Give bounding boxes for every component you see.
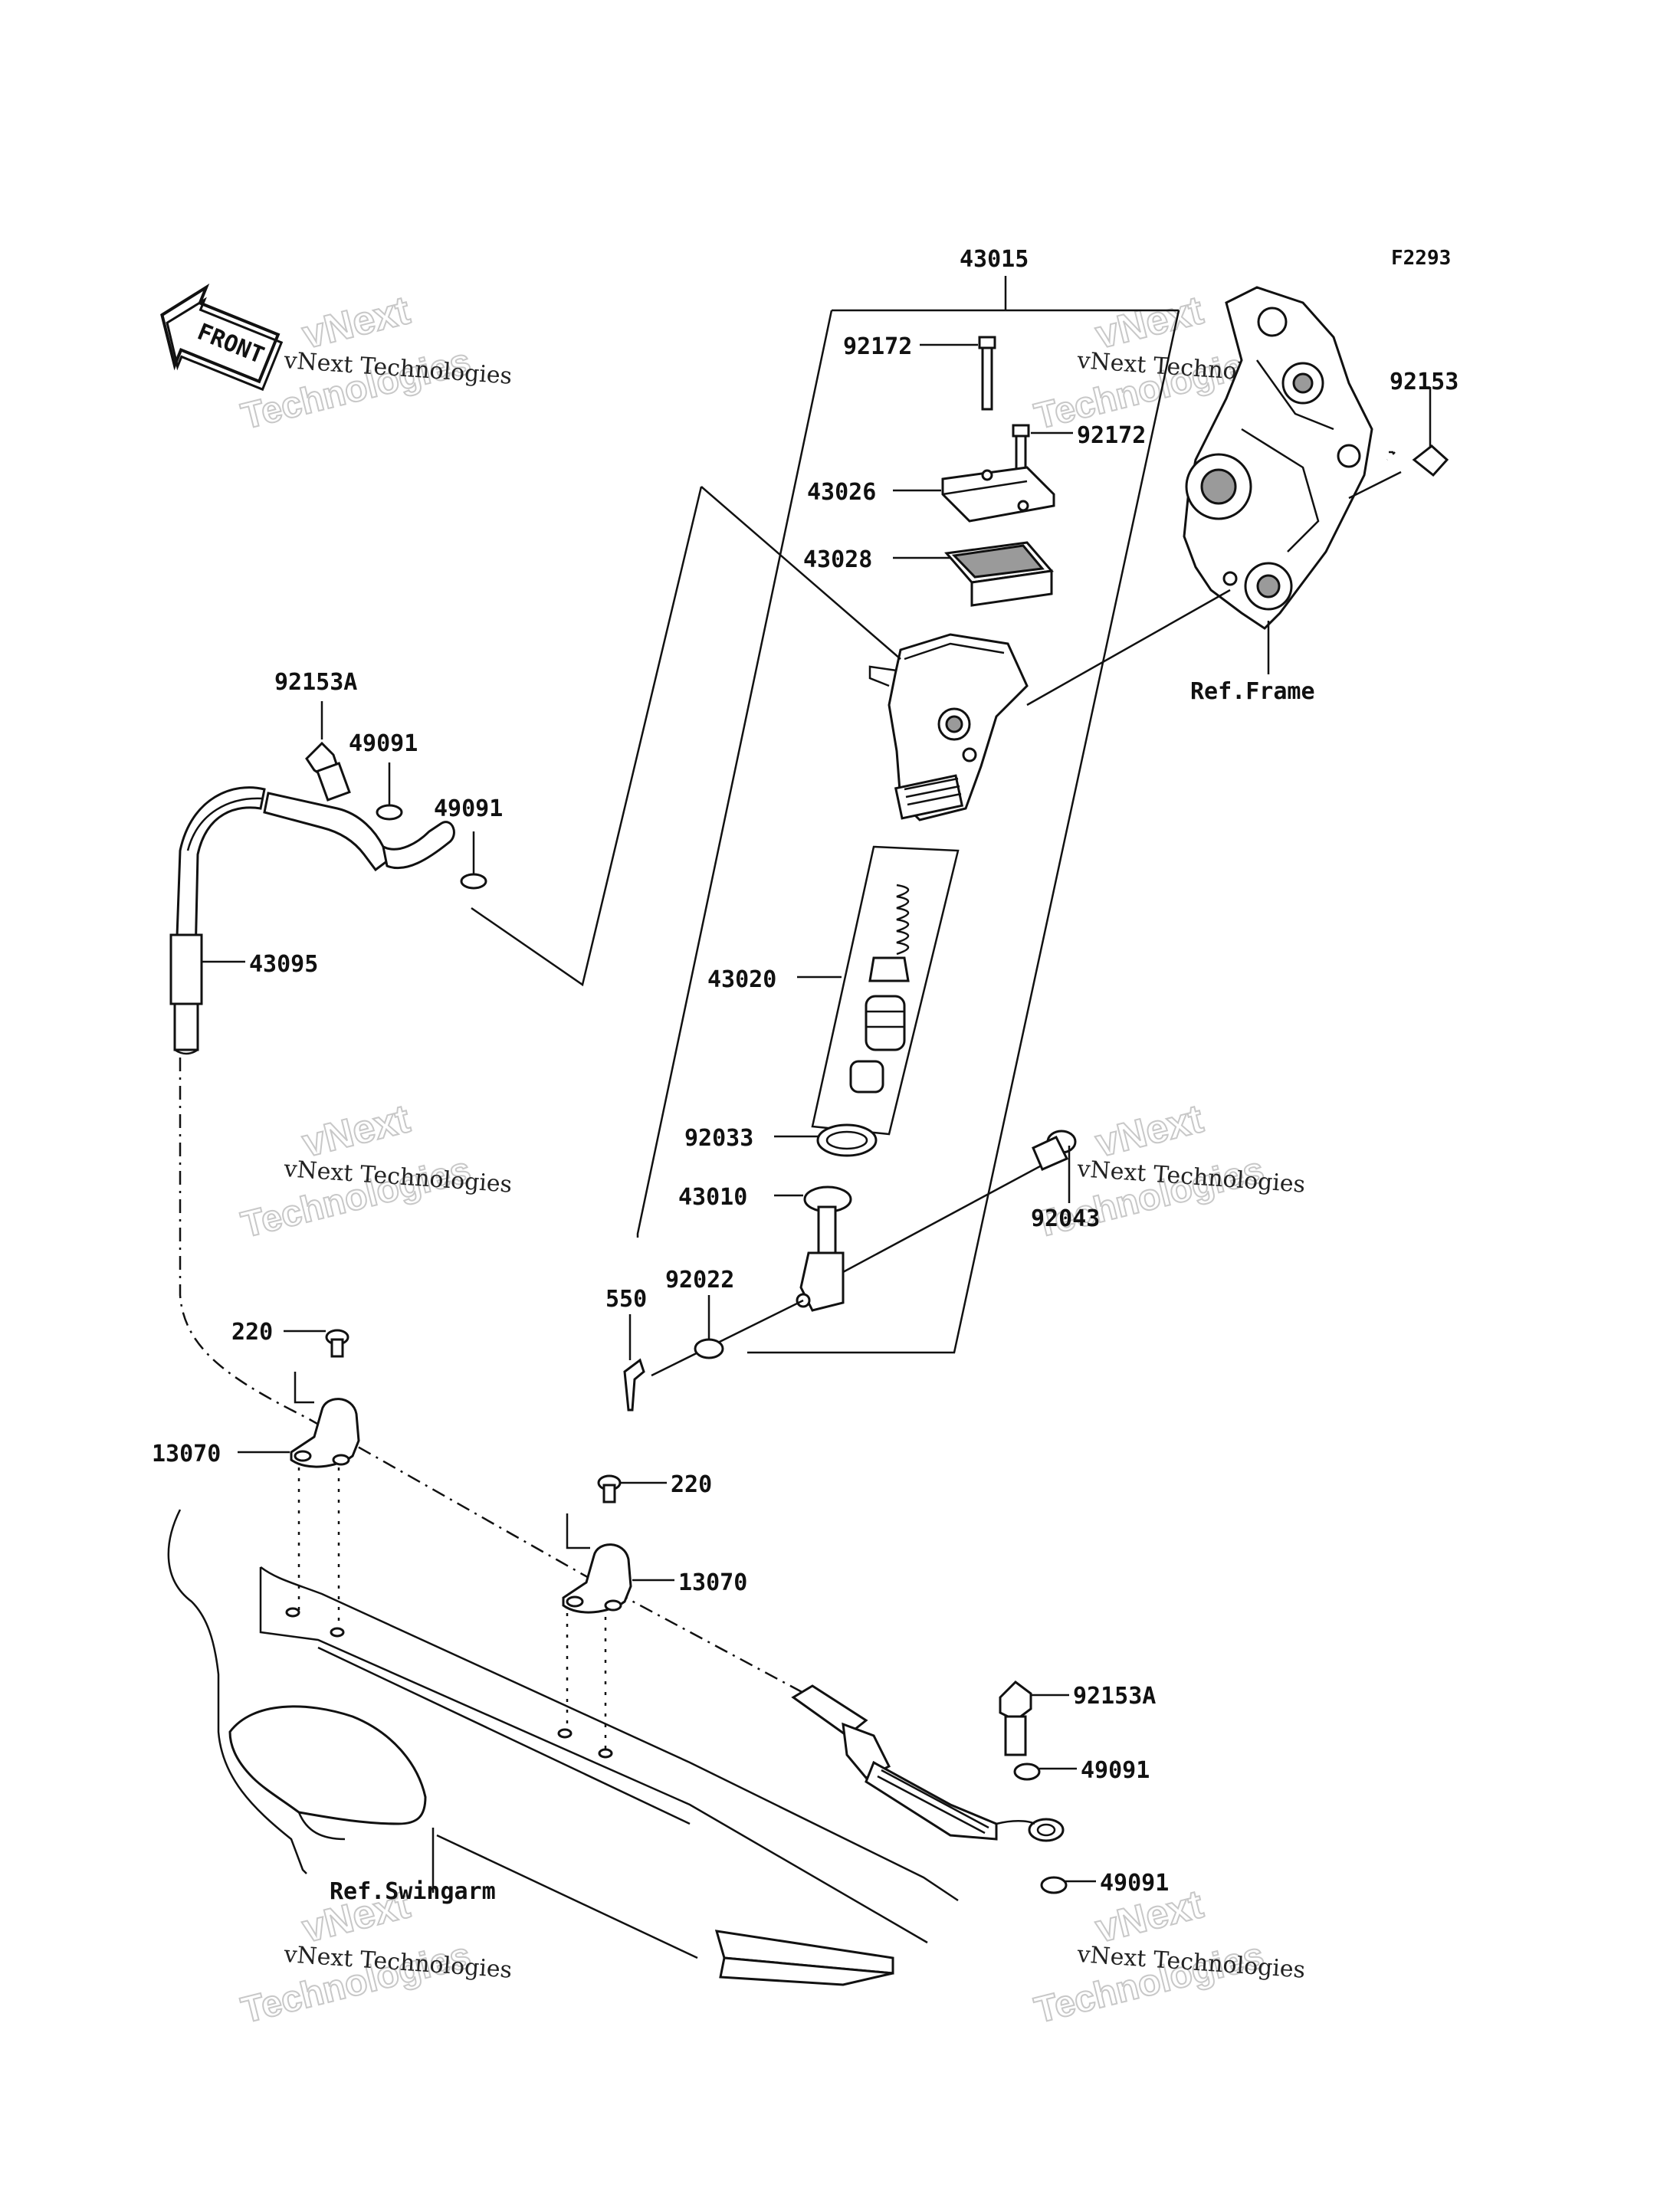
label-49091-d: 49091 bbox=[1100, 1870, 1169, 1897]
cotter-pin-550 bbox=[623, 1314, 645, 1412]
label-220-b: 220 bbox=[671, 1471, 712, 1498]
reservoir-cap-43026 bbox=[893, 466, 1055, 523]
washer-49091-d bbox=[1040, 1876, 1096, 1894]
pin-92043 bbox=[1032, 1130, 1077, 1203]
label-92153: 92153 bbox=[1390, 369, 1459, 395]
watermark-bottom-right: vNext Technologies vNext Technologies bbox=[1030, 1881, 1306, 2032]
label-43010: 43010 bbox=[678, 1184, 747, 1211]
washer-49091-a bbox=[376, 762, 403, 821]
figure-code: F2293 bbox=[1391, 247, 1451, 270]
ref-swingarm-label: Ref.Swingarm bbox=[330, 1878, 496, 1905]
label-550: 550 bbox=[605, 1286, 647, 1313]
banjo-bolt-92153A-top bbox=[305, 701, 351, 802]
washer-49091-c bbox=[1013, 1763, 1077, 1781]
master-cylinder-body bbox=[868, 633, 1029, 821]
label-92153A-bottom: 92153A bbox=[1073, 1683, 1156, 1710]
label-92022: 92022 bbox=[665, 1267, 734, 1294]
leader-hose-49091 bbox=[471, 486, 703, 987]
svg-text:vNext: vNext bbox=[1091, 1097, 1207, 1166]
label-49091-b: 49091 bbox=[434, 795, 503, 822]
label-43095: 43095 bbox=[249, 951, 318, 978]
banjo-bolt-92153A-bottom bbox=[999, 1681, 1069, 1756]
label-49091-a: 49091 bbox=[349, 730, 418, 757]
label-92153A-top: 92153A bbox=[274, 669, 357, 696]
hose-lower-end bbox=[791, 1684, 1065, 1842]
assembly-43015-outline bbox=[636, 276, 1180, 1354]
svg-text:vNext: vNext bbox=[298, 1097, 414, 1166]
bolt-92153 bbox=[1348, 387, 1449, 500]
screw-220-a bbox=[284, 1329, 349, 1358]
swingarm bbox=[167, 1509, 959, 1986]
label-92172-a: 92172 bbox=[843, 333, 912, 360]
clamp-13070-b bbox=[562, 1513, 674, 1751]
ref-frame-label: Ref.Frame bbox=[1190, 678, 1315, 705]
label-43026: 43026 bbox=[807, 479, 876, 506]
label-43015: 43015 bbox=[960, 246, 1029, 273]
watermark-mid-left: vNext Technologies vNext Technologies bbox=[237, 1096, 513, 1247]
label-43020: 43020 bbox=[707, 966, 776, 993]
watermark-top-left: vNext Technologies vNext Technologies bbox=[237, 287, 513, 438]
label-92172-b: 92172 bbox=[1077, 422, 1146, 449]
clamp-13070-a bbox=[238, 1372, 360, 1632]
svg-text:vNext: vNext bbox=[298, 288, 414, 358]
screw-220-b bbox=[597, 1474, 667, 1503]
label-220-a: 220 bbox=[231, 1319, 273, 1346]
washer-49091-b bbox=[460, 831, 487, 890]
label-13070-a: 13070 bbox=[152, 1441, 221, 1467]
screw-92172-a bbox=[920, 336, 996, 411]
ref-frame-bracket bbox=[1183, 286, 1373, 674]
svg-text:vNext: vNext bbox=[1091, 288, 1207, 358]
front-arrow-icon: FRONT bbox=[160, 284, 284, 392]
diaphragm-43028 bbox=[893, 541, 1054, 607]
piston-kit-43020 bbox=[797, 845, 960, 1136]
hose-route-line bbox=[179, 1058, 591, 1580]
label-43028: 43028 bbox=[803, 546, 872, 573]
label-92033: 92033 bbox=[684, 1125, 753, 1152]
label-49091-c: 49091 bbox=[1081, 1757, 1150, 1784]
push-rod-43010 bbox=[651, 1159, 1051, 1377]
washer-92022 bbox=[694, 1295, 724, 1359]
leader-body-hose bbox=[701, 486, 901, 660]
circlip-92033 bbox=[774, 1123, 878, 1157]
leader-body-frame bbox=[1026, 589, 1231, 707]
label-13070-b: 13070 bbox=[678, 1569, 747, 1596]
hose-43095 bbox=[169, 786, 455, 1055]
label-92043: 92043 bbox=[1031, 1205, 1100, 1232]
